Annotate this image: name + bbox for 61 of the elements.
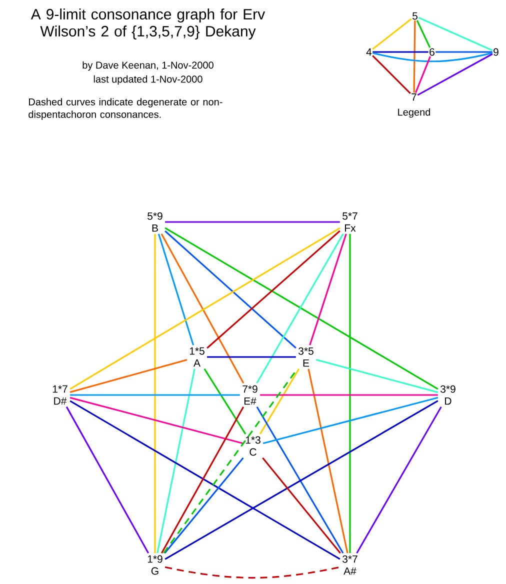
vertex-label: 1*5 A bbox=[190, 347, 204, 367]
consonance-line bbox=[164, 400, 438, 560]
consonance-line bbox=[417, 53, 493, 96]
title: A 9-limit consonance graph for Erv Wilson’s 2 of {1,3,5,7,9} Dekany bbox=[30, 8, 266, 40]
vertex-label: 7*9 E# bbox=[242, 385, 258, 405]
consonance-line bbox=[309, 234, 347, 346]
consonance-line bbox=[164, 230, 296, 349]
consonance-line bbox=[416, 20, 431, 48]
consonance-line bbox=[160, 233, 244, 384]
consonance-line bbox=[356, 406, 442, 554]
legend-vertex-label: 9 bbox=[494, 48, 498, 56]
consonance-line bbox=[260, 394, 438, 396]
consonance-line bbox=[262, 396, 438, 444]
consonance-line bbox=[206, 230, 340, 349]
legend-vertex-label: 7 bbox=[412, 93, 416, 101]
consonance-line bbox=[414, 56, 431, 93]
consonance-line bbox=[256, 406, 344, 554]
consonance-line bbox=[256, 233, 344, 384]
byline: by Dave Keenan, 1-Nov-2000 bbox=[82, 61, 214, 71]
consonance-line bbox=[70, 400, 340, 560]
dashed-curve bbox=[164, 566, 340, 579]
consonance-line bbox=[70, 396, 244, 444]
vertex-label: 3*7 A# bbox=[342, 555, 358, 575]
consonance-line bbox=[207, 356, 296, 358]
consonance-line bbox=[156, 368, 196, 554]
consonance-line bbox=[372, 51, 428, 53]
consonance-line bbox=[262, 457, 341, 554]
vertex-label: 5*7 Fx bbox=[342, 212, 358, 232]
consonance-line bbox=[259, 368, 300, 434]
consonance-line bbox=[165, 221, 340, 223]
consonance-line bbox=[164, 227, 438, 390]
byline: last updated 1-Nov-2000 bbox=[94, 75, 202, 85]
consonance-line bbox=[66, 406, 150, 554]
legend-vertex-label: 6 bbox=[430, 48, 434, 56]
consonance-line bbox=[418, 16, 493, 52]
consonance-line bbox=[204, 368, 246, 435]
consonance-line bbox=[372, 55, 411, 94]
consonance-line bbox=[160, 406, 244, 554]
vertex-label: 1*7 D# bbox=[52, 385, 68, 405]
consonance-line bbox=[436, 51, 492, 53]
legend-heading: Legend bbox=[398, 108, 430, 118]
note: Dashed curves indicate degenerate or non-dispentachoron consonances. bbox=[28, 98, 222, 120]
consonance-line bbox=[154, 234, 156, 554]
consonance-line bbox=[164, 457, 244, 554]
consonance-line bbox=[372, 18, 412, 50]
consonance-line bbox=[316, 358, 438, 394]
vertex-label: 5*9 B bbox=[148, 212, 162, 232]
legend-vertex-label: 4 bbox=[366, 48, 372, 56]
consonance-line bbox=[158, 234, 194, 346]
consonance-line bbox=[70, 227, 340, 390]
consonance-line bbox=[349, 234, 351, 554]
consonance-line bbox=[372, 52, 493, 62]
vertex-label: 3*5 E bbox=[298, 347, 314, 367]
consonance-line bbox=[70, 359, 188, 393]
vertex-label: 1*3 C bbox=[246, 436, 260, 456]
vertex-label: 3*9 D bbox=[440, 385, 456, 405]
consonance-line bbox=[413, 20, 416, 93]
legend-vertex-label: 5 bbox=[412, 12, 418, 20]
consonance-line bbox=[308, 368, 348, 554]
consonance-line bbox=[70, 394, 240, 396]
vertex-label: 1*9 G bbox=[148, 555, 162, 575]
